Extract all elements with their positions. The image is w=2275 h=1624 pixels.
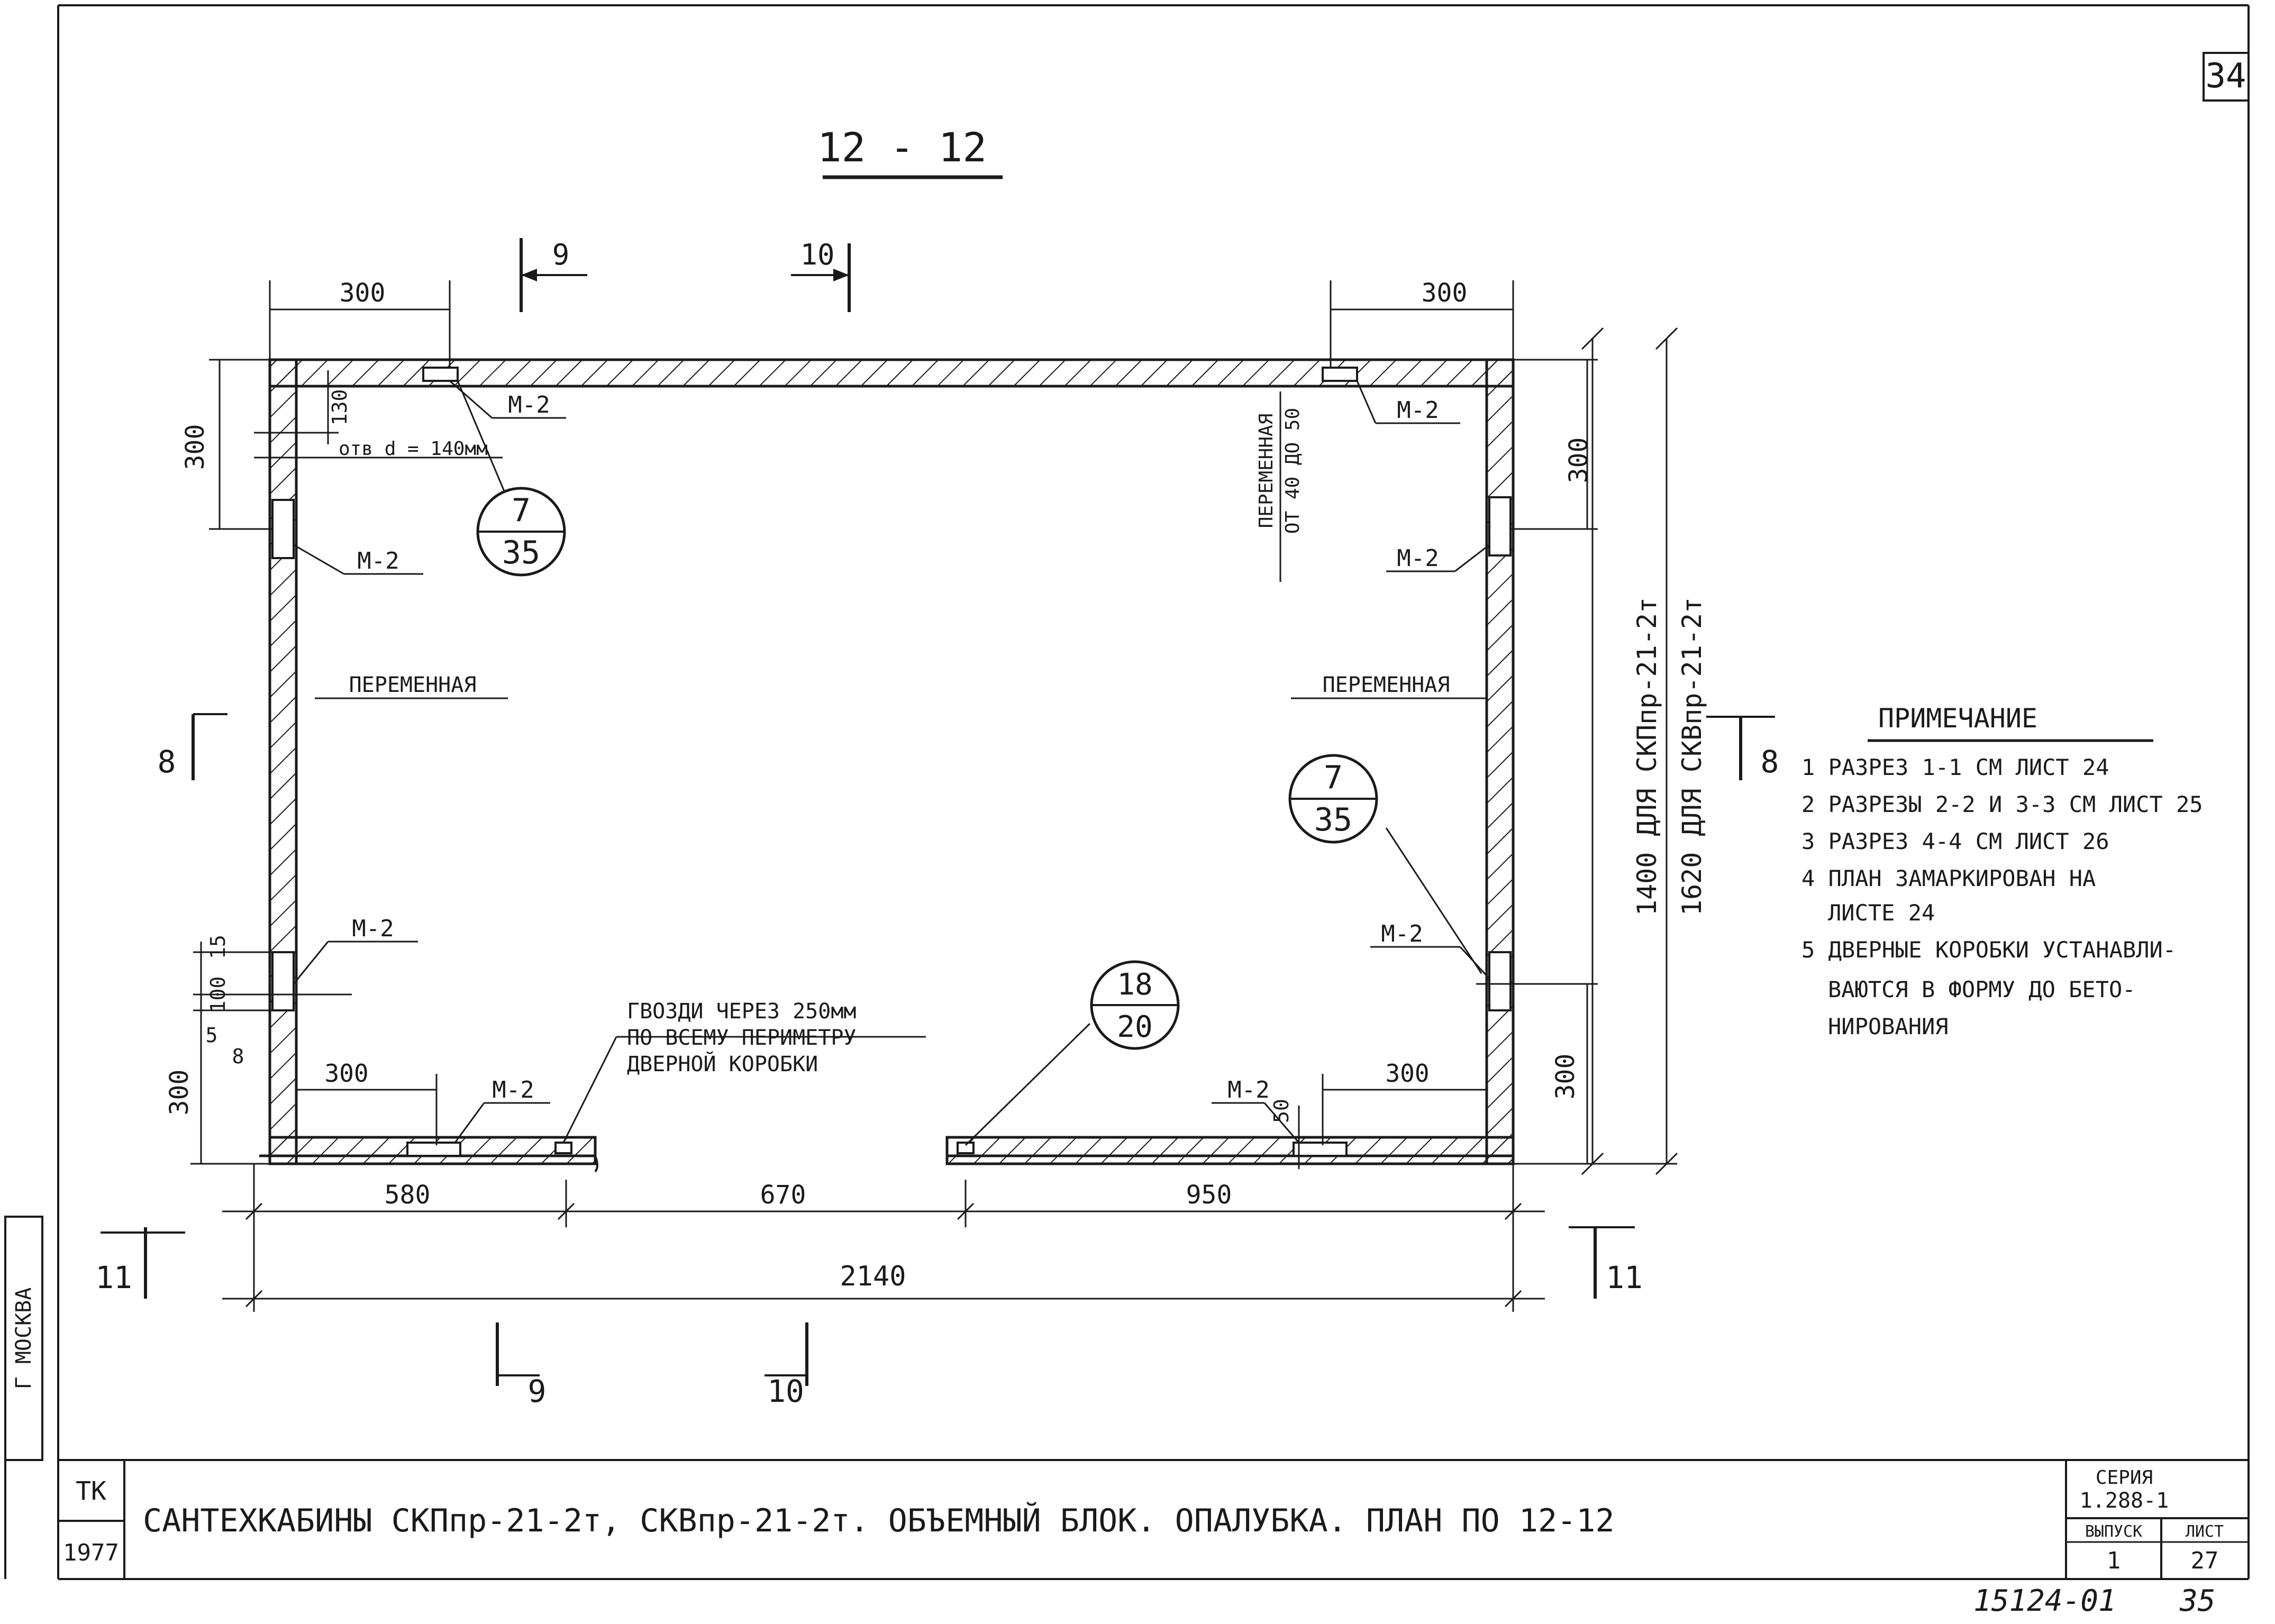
section-title: 12 - 12 — [817, 124, 987, 171]
note-1: 1 РАЗРЕЗ 1-1 СМ ЛИСТ 24 — [1801, 754, 2109, 780]
dimension-lines — [190, 280, 1678, 1312]
tb-title: САНТЕХКАБИНЫ СКПпр-21-2т, СКВпр-21-2т. О… — [143, 1501, 1614, 1539]
nails-note-line-2: ПО ВСЕМУ ПЕРИМЕТРУ — [627, 1026, 856, 1050]
dim-top-left-300: 300 — [340, 278, 386, 308]
note-5-line-1: 5 ДВЕРНЫЕ КОРОБКИ УСТАНАВЛИ- — [1801, 937, 2176, 963]
sheet-number-box — [2203, 52, 2250, 102]
tb-issue-label: ВЫПУСК — [2085, 1522, 2142, 1541]
cut-label-9-bottom: 9 — [528, 1373, 547, 1409]
ref-a-top: 7 — [512, 492, 531, 529]
nails-note-line-1: ГВОЗДИ ЧЕРЕЗ 250мм — [627, 999, 856, 1024]
tb-year: 1977 — [63, 1539, 119, 1566]
note-4-line-1: 4 ПЛАН ЗАМАРКИРОВАН НА — [1801, 865, 2096, 891]
dim-left-5: 5 — [206, 1024, 218, 1047]
tb-series-label: СЕРИЯ — [2096, 1467, 2153, 1489]
wall-plan — [259, 358, 1515, 1173]
ref-bubble-b — [1288, 754, 1378, 844]
wall-left — [268, 358, 298, 1165]
cut-label-10-top: 10 — [800, 238, 834, 271]
dim-580: 580 — [385, 1180, 431, 1210]
dim-left-15: 15 — [206, 935, 230, 959]
variable-range-label: ОТ 40 ДО 50 — [1282, 408, 1304, 534]
variable-label-vertical: ПЕРЕМЕННАЯ — [1255, 414, 1277, 528]
title-block — [4, 1216, 2249, 1579]
dim-height-1400: 1400 ДЛЯ СКПпр-21-2т — [1632, 597, 1662, 916]
dim-bottom-50: 50 — [1270, 1099, 1293, 1123]
m2-label-left-upper: М-2 — [357, 548, 399, 574]
ref-c-bottom: 20 — [1117, 1010, 1152, 1044]
dim-left-130: 130 — [328, 389, 351, 426]
dim-left-300-top: 300 — [180, 424, 210, 470]
notes-heading: ПРИМЕЧАНИЕ — [1878, 703, 2037, 734]
wall-right — [1485, 358, 1515, 1165]
cut-marker-9-bottom — [496, 1322, 540, 1386]
m2-label-top-right: М-2 — [1397, 397, 1439, 424]
variable-label-left: ПЕРЕМЕННАЯ — [349, 673, 477, 697]
m2-label-right-lower: М-2 — [1381, 920, 1423, 947]
cut-label-8-right: 8 — [1761, 744, 1779, 780]
dim-left-100: 100 — [206, 977, 230, 1013]
dim-total-2140: 2140 — [840, 1261, 906, 1292]
cut-marker-8-right — [1706, 716, 1775, 780]
cut-marker-11-left — [101, 1227, 185, 1299]
dim-height-1620: 1620 ДЛЯ СКВпр-21-2т — [1677, 597, 1707, 916]
m2-label-bottom-left: М-2 — [492, 1076, 534, 1103]
embedded-parts — [271, 367, 1512, 1157]
cut-marker-8-left — [192, 713, 228, 780]
tb-city: Г МОСКВА — [12, 1288, 36, 1390]
tb-issue: 1 — [2107, 1547, 2121, 1574]
cut-marker-11-right — [1569, 1226, 1635, 1299]
ref-a-bottom: 35 — [502, 534, 540, 571]
ref-bubble-a — [476, 487, 566, 577]
m2-label-right-upper: М-2 — [1397, 545, 1439, 572]
cut-label-11-right: 11 — [1606, 1260, 1643, 1295]
variable-label-right: ПЕРЕМЕННАЯ — [1323, 673, 1450, 697]
dim-bottom-left-300: 300 — [324, 1059, 368, 1088]
cut-label-8-left: 8 — [158, 744, 176, 780]
dim-left-300-bottom: 300 — [165, 1070, 194, 1116]
note-3: 3 РАЗРЕЗ 4-4 СМ ЛИСТ 26 — [1801, 828, 2109, 854]
ref-c-top: 18 — [1117, 968, 1152, 1002]
nails-note-line-3: ДВЕРНОЙ КОРОБКИ — [627, 1051, 818, 1076]
tb-org: ТК — [76, 1476, 106, 1506]
dim-670: 670 — [760, 1180, 806, 1210]
tb-sheet: 27 — [2191, 1547, 2219, 1574]
tb-series: 1.288-1 — [2080, 1489, 2169, 1513]
ref-b-top: 7 — [1324, 759, 1343, 796]
dim-right-300-top: 300 — [1564, 437, 1594, 483]
cut-label-9-top: 9 — [552, 238, 570, 271]
ref-bubble-c — [1090, 960, 1180, 1050]
wall-bottom-right — [945, 1136, 1515, 1165]
tb-sheet-label: ЛИСТ — [2186, 1522, 2224, 1541]
sheet-number: 34 — [2205, 57, 2246, 96]
ref-b-bottom: 35 — [1314, 801, 1352, 838]
cut-label-10-bottom: 10 — [767, 1373, 804, 1409]
dim-right-300-bottom: 300 — [1551, 1054, 1580, 1100]
cut-marker-10-top — [791, 243, 851, 312]
m2-label-left-lower: М-2 — [352, 915, 394, 942]
cut-label-11-left: 11 — [95, 1260, 132, 1295]
dim-top-right-300: 300 — [1422, 278, 1468, 308]
note-2: 2 РАЗРЕЗЫ 2-2 И 3-3 СМ ЛИСТ 25 — [1801, 791, 2203, 817]
note-5-line-2: ВАЮТСЯ В ФОРМУ ДО БЕТО- — [1828, 977, 2136, 1002]
sheet-frame — [57, 4, 2250, 1580]
dim-bottom-right-300: 300 — [1385, 1059, 1429, 1088]
m2-label-bottom-right: М-2 — [1227, 1076, 1269, 1103]
note-5-line-3: НИРОВАНИЯ — [1828, 1014, 1949, 1039]
footer-code: 15124-01 — [1973, 1584, 2116, 1618]
dim-left-8: 8 — [232, 1045, 244, 1068]
leaders — [254, 380, 1490, 1146]
note-4-line-2: ЛИСТЕ 24 — [1828, 900, 1935, 926]
footer-page: 35 — [2179, 1584, 2215, 1618]
cut-marker-10-bottom — [765, 1322, 808, 1386]
hole-label: отв d = 140мм — [339, 438, 488, 460]
dim-950: 950 — [1186, 1180, 1232, 1210]
m2-label-top-left: М-2 — [508, 391, 550, 418]
cut-marker-9-top — [520, 238, 587, 312]
